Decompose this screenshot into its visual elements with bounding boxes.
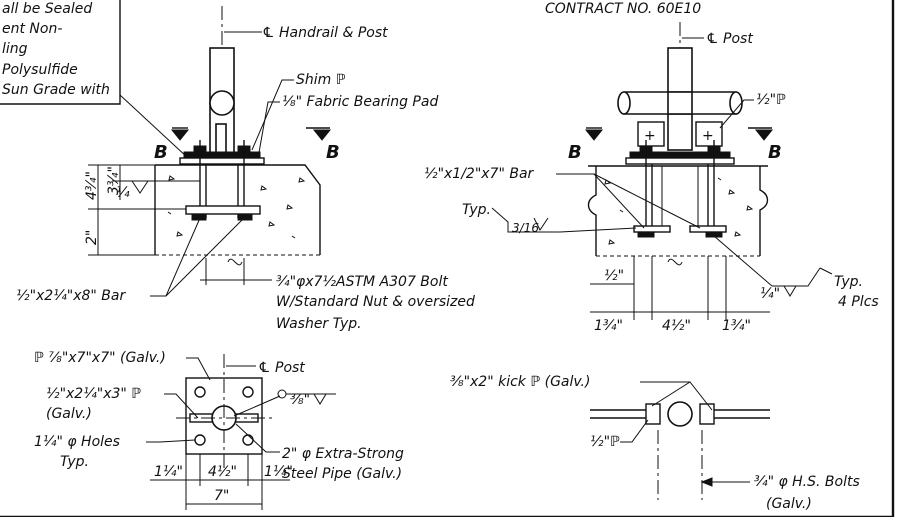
cl-post-label: ℄ Post [706, 31, 753, 47]
right-plan-view: ⅜"x2" kick ℙ (Galv.) ½"ℙ ¾" φ H.S. Bolts… [450, 374, 860, 512]
pad-leader [257, 101, 280, 159]
section-arrow-left-b1 [170, 129, 190, 141]
right-rail-end-left [617, 91, 631, 115]
right-weld-quarter: ¼" [760, 286, 780, 302]
left-post-pipe-section [209, 90, 235, 116]
shim-leader [251, 79, 294, 151]
right-bottom-bar-1 [633, 225, 671, 233]
hole-4 [242, 434, 254, 446]
typ-4-line-1: Typ. [834, 274, 863, 290]
right-typ-label: Typ. [462, 202, 491, 218]
plan-cl-post: ℄ Post [258, 360, 305, 376]
plan-plate-label: ℙ ⅞"x7"x7" (Galv.) [34, 350, 166, 366]
kick-plate-label: ⅜"x2" kick ℙ (Galv.) [450, 374, 590, 390]
bolt-label-line-2: W/Standard Nut & oversized [276, 294, 475, 310]
dim-2: 2" [84, 230, 100, 245]
section-letter-left-b1: B [154, 142, 168, 163]
plan-dim-c: 1¼" [264, 464, 293, 480]
hole-1 [194, 386, 206, 398]
section-arrow-left-b2 [312, 129, 332, 141]
plan-holes-line-1: 1¼" φ Holes [34, 434, 120, 450]
notes-leader [119, 94, 189, 159]
plan-clip-line-1: ½"x2¼"x3" ℙ [46, 386, 141, 402]
left-aggregate [167, 175, 306, 239]
left-bottom-bar [185, 205, 261, 215]
plan-clip-line-2: (Galv.) [46, 406, 92, 422]
plan-dim-b: 4½" [208, 464, 237, 480]
plan-weld-3-8: ⅜" [290, 392, 310, 408]
bolt-label-line-1: ¾"φx7½ASTM A307 Bolt [276, 274, 448, 290]
right-dim-b: 4½" [662, 318, 691, 334]
right-kick-plate-1 [637, 121, 665, 147]
plan-dim-a: 1¼" [154, 464, 183, 480]
right-plan-plate-label: ½"ℙ [590, 434, 620, 450]
section-letter-right-b1: B [568, 142, 582, 163]
right-plan-plate-1 [645, 403, 661, 425]
notes-line-4: Polysulfide [2, 62, 78, 78]
section-letter-left-b2: B [326, 142, 340, 163]
plan-holes-line-2: Typ. [60, 454, 89, 470]
left-bearing-pad [179, 157, 265, 165]
right-bearing-pad [625, 157, 735, 165]
weld-quarter-left: ¼ [116, 185, 130, 201]
right-plan-plate-2 [699, 403, 715, 425]
hole-2 [242, 386, 254, 398]
svg-text:+: + [644, 128, 656, 144]
left-bar-label: ½"x2¼"x8" Bar [16, 288, 126, 304]
right-concrete-right [759, 166, 769, 256]
notes-line-1: all be Sealed [2, 1, 92, 17]
right-plate-label: ½"ℙ [756, 92, 786, 108]
left-bottom-nut-2 [237, 213, 253, 221]
hole-3 [194, 434, 206, 446]
general-notes: all be Sealed ent Non- ling Polysulfide … [0, 0, 189, 159]
break-symbol-left [227, 258, 243, 266]
notes-line-5: Sun Grade with [2, 82, 110, 98]
right-concrete-left [587, 166, 597, 256]
weld-3-16: 3/16 [512, 221, 539, 235]
right-rail-end-right [729, 91, 743, 115]
right-bottom-bar-2 [689, 225, 727, 233]
hs-bolts-line-2: (Galv.) [766, 496, 812, 512]
svg-text:+: + [702, 128, 714, 144]
notes-box-border [0, 0, 121, 105]
right-post-joint [667, 91, 693, 115]
notes-line-3: ling [2, 41, 28, 57]
dim-4-3-4: 4¾" [84, 171, 100, 200]
bar-leader-1 [150, 217, 201, 297]
plan-pipe-line-1: 2" φ Extra-Strong [282, 446, 404, 462]
right-aggregate [604, 177, 754, 245]
bolt-label-line-3: Washer Typ. [276, 316, 362, 332]
shim-plate-label: Shim ℙ [296, 72, 346, 88]
weld-symbol-left [131, 180, 149, 194]
plan-pipe-line-2: Steel Pipe (Galv.) [282, 466, 402, 482]
left-base-plate [183, 151, 261, 159]
section-letter-right-b2: B [768, 142, 782, 163]
right-dim-c: 1¾" [722, 318, 751, 334]
right-base-plate [629, 151, 731, 159]
notes-line-2: ent Non- [2, 21, 62, 37]
bearing-pad-label: ⅛" Fabric Bearing Pad [282, 94, 438, 110]
right-section-view: + + ℄ Post ½"ℙ B B ½"x1/2"x7" Bar [424, 22, 879, 334]
right-dim-half: ½" [604, 268, 624, 284]
right-kick-plate-2 [695, 121, 723, 147]
right-bar-label: ½"x1/2"x7" Bar [424, 166, 535, 182]
cl-handrail-label: ℄ Handrail & Post [262, 25, 388, 41]
contract-number: CONTRACT NO. 60E10 [545, 1, 701, 17]
right-plan-pipe [667, 401, 693, 427]
typ-4-line-2: 4 Plcs [838, 294, 879, 310]
left-section-view: 4¾" 3¾" 2" ¼ B B ℄ Handrail & Post Shim … [16, 6, 475, 332]
plan-dim-total: 7" [214, 488, 229, 504]
bar-leader-2 [165, 217, 245, 297]
left-plan-view: ℙ ⅞"x7"x7" (Galv.) ℄ Post ½"x2¼"x3" ℙ (G… [34, 350, 404, 510]
hs-bolts-line-1: ¾" φ H.S. Bolts [754, 474, 860, 490]
right-dim-a: 1¾" [594, 318, 623, 334]
